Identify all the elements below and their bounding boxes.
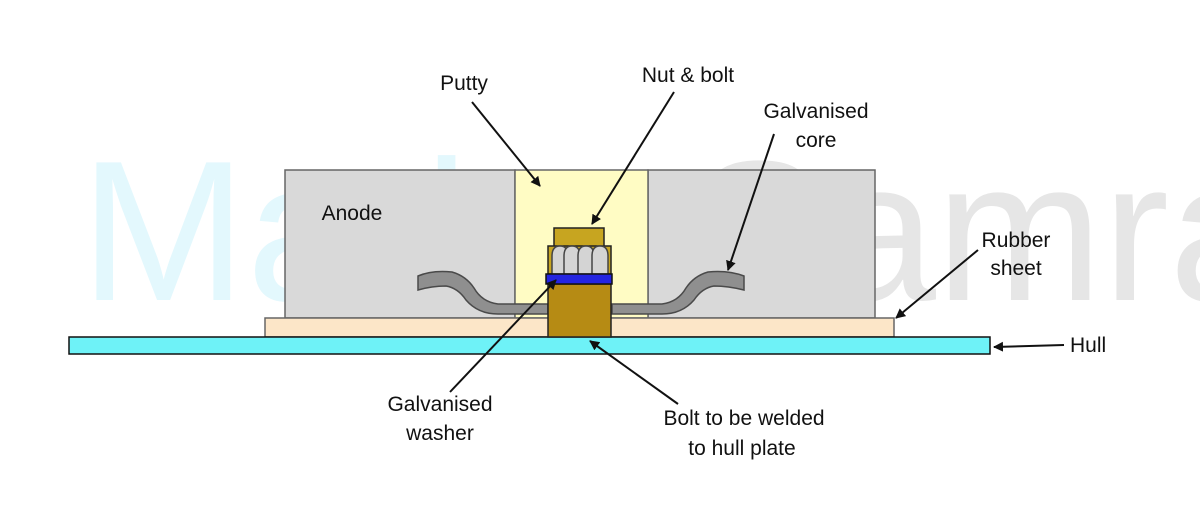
galvanised-core-leader [726,133,775,271]
label-hull: Hull [1070,334,1106,357]
label-anode: Anode [322,202,383,225]
nut-top [553,227,605,249]
bolt-weld-leader [589,340,679,405]
galvanised-core-right [611,270,745,315]
label-bolt-weld-line1: Bolt to be welded [663,407,824,430]
bolt [547,283,612,338]
label-rubber-sheet-line2: sheet [990,257,1042,280]
nut-bolt-leader [591,91,675,225]
galvanised-washer-leader [449,279,557,393]
label-nut-bolt: Nut & bolt [642,64,734,87]
label-rubber-sheet-line1: Rubber [982,229,1051,252]
label-galvanised-washer-line1: Galvanised [387,393,492,416]
label-bolt-weld-line2: to hull plate [688,437,795,460]
label-galvanised-core-line2: core [796,129,837,152]
galvanised-washer [545,273,613,285]
label-galvanised-washer-line2: washer [405,422,474,445]
nut-and-bolt [547,227,612,275]
label-putty: Putty [440,72,488,95]
rubber-sheet-leader [895,249,979,319]
putty-leader [471,101,541,187]
label-galvanised-core-line1: Galvanised [763,100,868,123]
hull-leader [993,341,1065,352]
nut-lobe-4 [591,245,609,275]
hull-plate [68,336,991,355]
